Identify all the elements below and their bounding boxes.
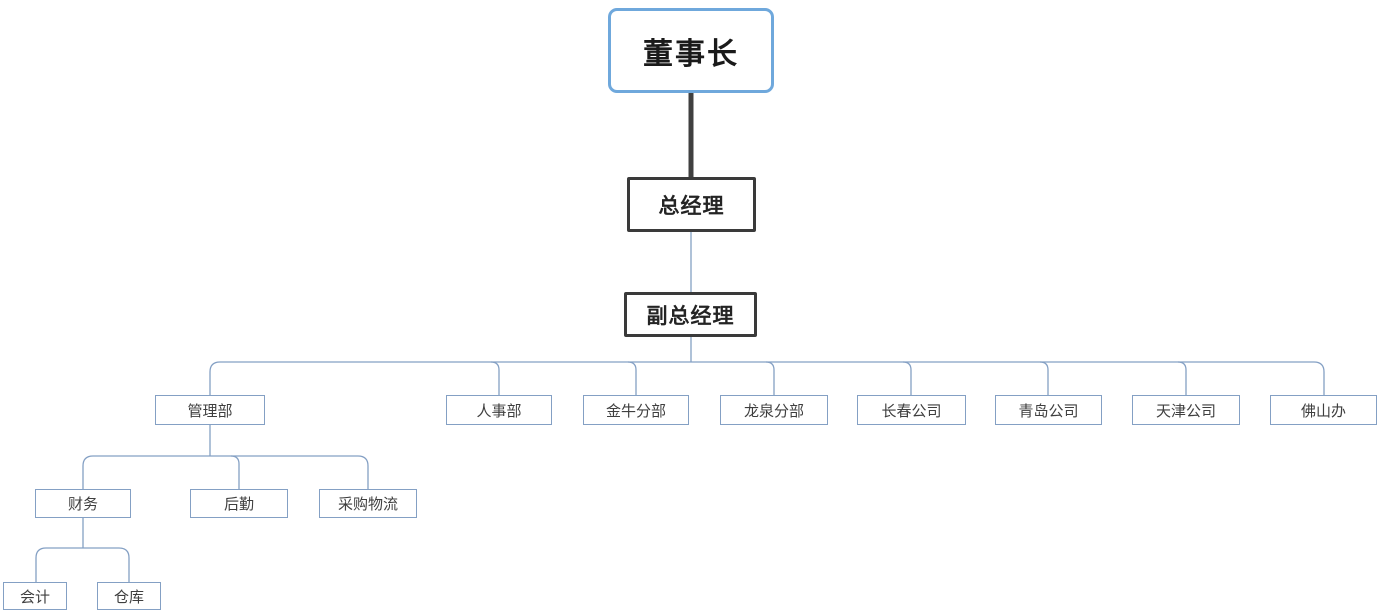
node-logistics[interactable]: 后勤: [190, 489, 288, 518]
node-hr-dept[interactable]: 人事部: [446, 395, 552, 425]
node-warehouse[interactable]: 仓库: [97, 582, 161, 610]
node-accounting[interactable]: 会计: [3, 582, 67, 610]
node-changchun-company[interactable]: 长春公司: [857, 395, 966, 425]
node-purchasing-logistics[interactable]: 采购物流: [319, 489, 417, 518]
node-longquan-branch[interactable]: 龙泉分部: [720, 395, 828, 425]
node-foshan-office[interactable]: 佛山办: [1270, 395, 1377, 425]
node-chairman[interactable]: 董事长: [608, 8, 774, 93]
node-management-dept[interactable]: 管理部: [155, 395, 265, 425]
node-finance[interactable]: 财务: [35, 489, 131, 518]
node-general-manager[interactable]: 总经理: [627, 177, 756, 232]
node-jinniu-branch[interactable]: 金牛分部: [583, 395, 689, 425]
node-deputy-general-manager[interactable]: 副总经理: [624, 292, 757, 337]
node-tianjin-company[interactable]: 天津公司: [1132, 395, 1240, 425]
node-qingdao-company[interactable]: 青岛公司: [995, 395, 1102, 425]
